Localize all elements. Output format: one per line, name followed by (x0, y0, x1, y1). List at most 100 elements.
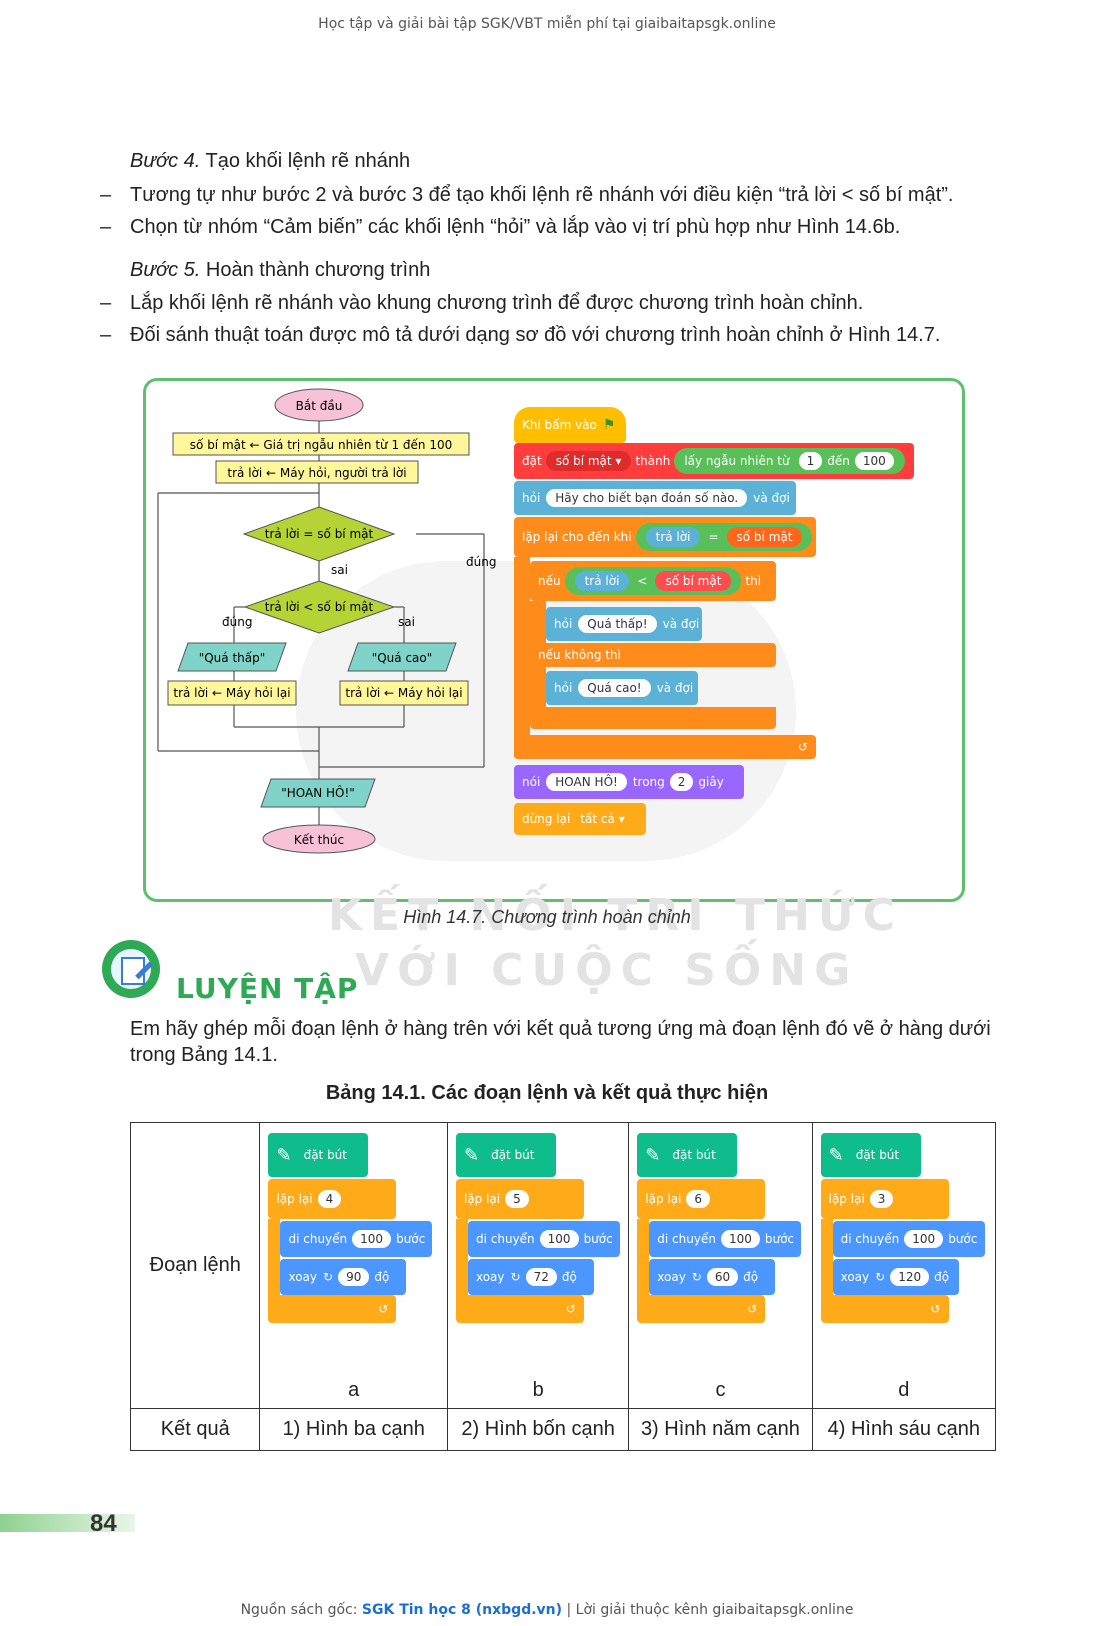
repeat-block: lặp lại 4 (268, 1179, 397, 1219)
move-value: 100 (352, 1230, 392, 1248)
fc-cond2-false: sai (398, 615, 415, 629)
turn-block: xoay ↻ 90 độ (280, 1259, 407, 1295)
step5-bullet-2: –Đối sánh thuật toán được mô tả dưới dạn… (100, 324, 941, 346)
move-label: di chuyển (657, 1232, 716, 1246)
repeat-label: lặp lại (276, 1192, 313, 1206)
pen-block: ✎ đặt bút (268, 1133, 369, 1177)
repeat-block: lặp lại 3 (820, 1179, 949, 1219)
fc-cond2-true: đúng (222, 615, 252, 629)
set-label: đặt (522, 454, 542, 468)
fc-cond1: trả lời = số bí mật (265, 527, 374, 541)
step5-label: Bước 5. (130, 259, 201, 281)
step5-bullet-1: –Lắp khối lệnh rẽ nhánh vào khung chương… (100, 292, 864, 314)
deg-label: độ (561, 1270, 577, 1284)
repeat-arm (514, 557, 530, 757)
turn-value: 72 (525, 1268, 557, 1286)
ask-label: hỏi (522, 491, 541, 505)
row-header-code: Đoạn lệnh (129, 1122, 261, 1409)
lt-operator: trả lời < số bí mật (564, 567, 742, 595)
scratch-repeat-until-block: lặp lại cho đến khi trả lời = số bí mật (514, 517, 816, 557)
too-low-text: Quá thấp! (578, 615, 657, 633)
column-letter: c (715, 1379, 726, 1401)
scratch-hat-block: Khi bấm vào ⚑ (514, 407, 626, 443)
table-title: Bảng 14.1. Các đoạn lệnh và kết quả thực… (325, 1082, 769, 1104)
loop-arrow-icon: ↺ (930, 1302, 941, 1316)
code-cell-c: ✎ đặt bút lặp lại 6 di chuyển 100 bước x… (628, 1122, 813, 1409)
footer-prefix: Nguồn sách gốc: (240, 1602, 362, 1618)
and-wait-label-3: và đợi (656, 681, 694, 695)
pen-block: ✎ đặt bút (455, 1133, 556, 1177)
repeat-value: 5 (505, 1190, 529, 1208)
repeat-block: lặp lại 6 (637, 1179, 766, 1219)
pen-label: đặt bút (491, 1148, 535, 1162)
random-label: lấy ngẫu nhiên từ (684, 454, 790, 468)
loop-arrow-icon: ↺ (797, 740, 808, 754)
stop-all-dropdown: tất cả ▾ (580, 812, 625, 826)
turn-value: 120 (890, 1268, 930, 1286)
move-label: di chuyển (475, 1232, 535, 1246)
fc-cond2: trả lời < số bí mật (265, 600, 374, 614)
repeat-end: ↺ (637, 1295, 766, 1323)
footer-book: SGK Tin học 8 (nxbgd.vn) (361, 1602, 563, 1618)
bullet-text: Lắp khối lệnh rẽ nhánh vào khung chương … (130, 292, 864, 314)
turn-label: xoay (288, 1270, 318, 1284)
move-value: 100 (904, 1230, 944, 1248)
steps-label: bước (948, 1232, 978, 1246)
hat-label: Khi bấm vào (522, 418, 597, 432)
rotate-cw-icon: ↻ (510, 1270, 521, 1284)
repeat-label: lặp lại (828, 1192, 865, 1206)
turn-value: 90 (338, 1268, 370, 1286)
too-high-text: Quá cao! (578, 679, 651, 697)
scratch-stop-block: dừng lại tất cả ▾ (514, 803, 646, 835)
scratch-ask-block: hỏi Hãy cho biết bạn đoán số nào. và đợi (514, 481, 796, 515)
scratch-ask-high-block: hỏi Quá cao! và đợi (546, 671, 698, 705)
fc-reask-left: trả lời ← Máy hỏi lại (173, 686, 290, 700)
footer-suffix: | Lời giải thuộc kênh giaibaitapsgk.onli… (562, 1602, 854, 1618)
result-1: 1) Hình ba cạnh (259, 1408, 448, 1451)
move-block: di chuyển 100 bước (832, 1221, 985, 1257)
fc-out-high: "Quá cao" (372, 651, 433, 665)
fc-out-low: "Quá thấp" (199, 651, 266, 665)
repeat-end: ↺ (268, 1295, 397, 1323)
rand-to-word: đến (827, 454, 850, 468)
step4-text: Tạo khối lệnh rẽ nhánh (200, 150, 411, 172)
fc-reask-right: trả lời ← Máy hỏi lại (345, 686, 462, 700)
random-operator: lấy ngẫu nhiên từ 1 đến 100 (674, 448, 905, 474)
loop-arrow-icon: ↺ (378, 1302, 389, 1316)
move-value: 100 (539, 1230, 579, 1248)
watermark-line1: KẾT NỐI TRI THỨC (328, 890, 903, 941)
answer-reporter-2: trả lời (574, 571, 630, 591)
scratch-say-block: nói HOAN HÔ! trong 2 giây (514, 765, 744, 799)
move-block: di chuyển 100 bước (467, 1221, 620, 1257)
turn-label: xoay (475, 1270, 505, 1284)
loop-arrow-icon: ↺ (565, 1302, 576, 1316)
result-4: 4) Hình sáu cạnh (811, 1408, 997, 1451)
step4-label: Bước 4. (130, 150, 201, 172)
page-footer: Nguồn sách gốc: SGK Tin học 8 (nxbgd.vn)… (0, 1602, 1094, 1618)
steps-label: bước (396, 1232, 426, 1246)
ask-label-2: hỏi (554, 617, 573, 631)
answer-reporter: trả lời (645, 527, 701, 547)
move-value: 100 (720, 1230, 760, 1248)
lt-sign: < (637, 574, 648, 588)
rand-from: 1 (798, 452, 823, 470)
steps-label: bước (764, 1232, 795, 1246)
scratch-set-block: đặt số bí mật ▾ thành lấy ngẫu nhiên từ … (514, 443, 914, 479)
code-cell-a: ✎ đặt bút lặp lại 4 di chuyển 100 bước x… (259, 1122, 448, 1409)
figure-caption: Hình 14.7. Chương trình hoàn chỉnh (403, 907, 691, 927)
eq-sign: = (708, 530, 719, 544)
rotate-cw-icon: ↻ (323, 1270, 334, 1284)
pen-icon: ✎ (645, 1144, 661, 1166)
result-2: 2) Hình bốn cạnh (446, 1408, 630, 1451)
loop-arrow-icon: ↺ (747, 1302, 758, 1316)
turn-block: xoay ↻ 72 độ (467, 1259, 594, 1295)
steps-label: bước (583, 1232, 613, 1246)
secret-var-dropdown: số bí mật ▾ (545, 451, 632, 471)
step4-bullet-2: –Chọn từ nhóm “Cảm biến” các khối lệnh “… (100, 216, 901, 238)
page-number: 84 (90, 1510, 117, 1537)
repeat-label: lặp lại (463, 1192, 501, 1206)
for-label: trong (632, 775, 665, 789)
fc-out-win: "HOAN HÔ!" (281, 785, 355, 800)
rotate-cw-icon: ↻ (691, 1270, 702, 1284)
fc-assign-answer: trả lời ← Máy hỏi, người trả lời (227, 466, 406, 480)
